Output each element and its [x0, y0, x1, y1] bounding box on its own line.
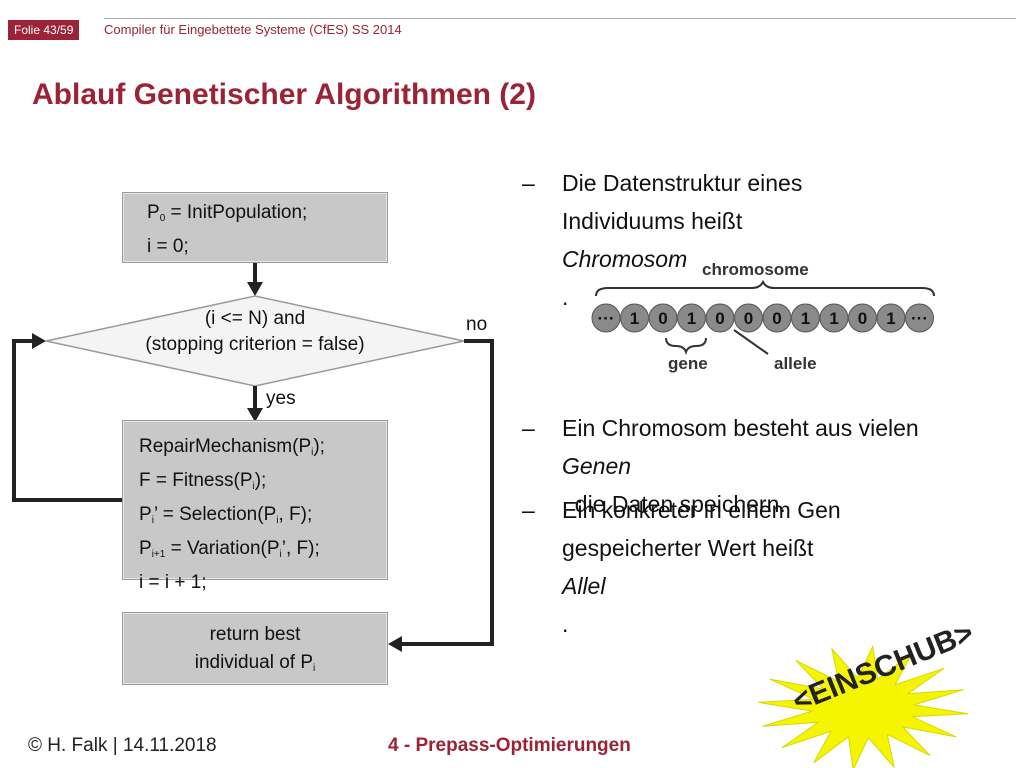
- allele-pointer: [733, 329, 769, 355]
- bullet-text: Die Datenstruktur eines Individuums heiß…: [562, 164, 1002, 316]
- chromosome-allele-value: 1: [630, 309, 639, 328]
- einschub-starburst: [758, 644, 968, 768]
- chromosome-allele-value: ···: [911, 309, 928, 328]
- bullet-line: Genen, die Daten speichern.: [562, 453, 786, 517]
- chromosome-allele-value: 1: [829, 309, 838, 328]
- bullet-dash: –: [522, 170, 535, 196]
- gene-label: gene: [668, 354, 708, 373]
- return-line-1: return best: [209, 624, 301, 645]
- loop-line: Pi+1 = Variation(Pi’, F);: [139, 538, 320, 560]
- allele-label: allele: [774, 354, 817, 373]
- bullet-dash: –: [522, 497, 535, 523]
- chromosome-brace: [595, 280, 935, 297]
- bullet-dash: –: [522, 415, 535, 441]
- bullet-line: Ein konkreter in einem Gen: [562, 497, 841, 523]
- chromosome-allele-value: 0: [744, 309, 753, 328]
- slide-title: Ablauf Genetischer Algorithmen (2): [32, 78, 536, 111]
- loop-condition: (i <= N) and (stopping criterion = false…: [90, 306, 420, 358]
- chromosome-allele-value: ···: [598, 309, 615, 328]
- return-line-2: individual of Pi: [194, 652, 316, 674]
- chromosome-allele-value: 0: [715, 309, 724, 328]
- chromosome-cell: [905, 303, 934, 333]
- chromosome-allele-value: 0: [858, 309, 867, 328]
- chromosome-label: chromosome: [702, 260, 809, 279]
- chromosome-allele-value: 1: [687, 309, 696, 328]
- footer-chapter: 4 - Prepass-Optimierungen: [388, 735, 631, 756]
- loop-line: RepairMechanism(Pi);: [139, 436, 325, 458]
- bullet-line: gespeicherter Wert heißt Allel.: [562, 535, 814, 637]
- init-line-1: P0 = InitPopulation;: [147, 202, 308, 224]
- slide-number: Folie 43/59: [8, 20, 80, 40]
- header-rule: [104, 18, 1016, 19]
- bullet-line: Die Datenstruktur eines: [562, 170, 803, 196]
- return-best-box: return best individual of Pi: [122, 612, 388, 685]
- loop-line: F = Fitness(Pi);: [139, 470, 267, 492]
- chromosome-allele-value: 0: [658, 309, 667, 328]
- init-line-2: i = 0;: [147, 236, 189, 257]
- bullet-text: Ein Chromosom besteht aus vielen Genen, …: [562, 409, 1002, 523]
- chromosome-allele-value: 1: [886, 309, 895, 328]
- condition-line-1: (i <= N) and: [204, 308, 306, 329]
- condition-line-2: (stopping criterion = false): [145, 334, 365, 355]
- footer-author-date: © H. Falk | 14.11.2018: [28, 735, 217, 756]
- bullet-text: Ein konkreter in einem Gen gespeicherter…: [562, 491, 1002, 643]
- loop-line: Pi’ = Selection(Pi, F);: [139, 504, 313, 526]
- init-population-box: P0 = InitPopulation; i = 0;: [122, 192, 388, 263]
- loop-body-lines: RepairMechanism(Pi); F = Fitness(Pi); Pi…: [139, 433, 325, 597]
- bullet-line: Ein Chromosom besteht aus vielen: [562, 415, 919, 441]
- chromosome-allele-value: 1: [801, 309, 810, 328]
- no-label: no: [466, 314, 488, 335]
- loop-body-box: RepairMechanism(Pi); F = Fitness(Pi); Pi…: [122, 420, 388, 593]
- loop-line: i = i + 1;: [139, 572, 207, 593]
- gene-brace: [665, 337, 707, 356]
- yes-label: yes: [266, 388, 296, 409]
- course-title: Compiler für Eingebettete Systeme (CfES)…: [104, 22, 402, 37]
- bullet-line: Individuums heißt Chromosom.: [562, 208, 743, 310]
- chromosome-allele-value: 0: [772, 309, 781, 328]
